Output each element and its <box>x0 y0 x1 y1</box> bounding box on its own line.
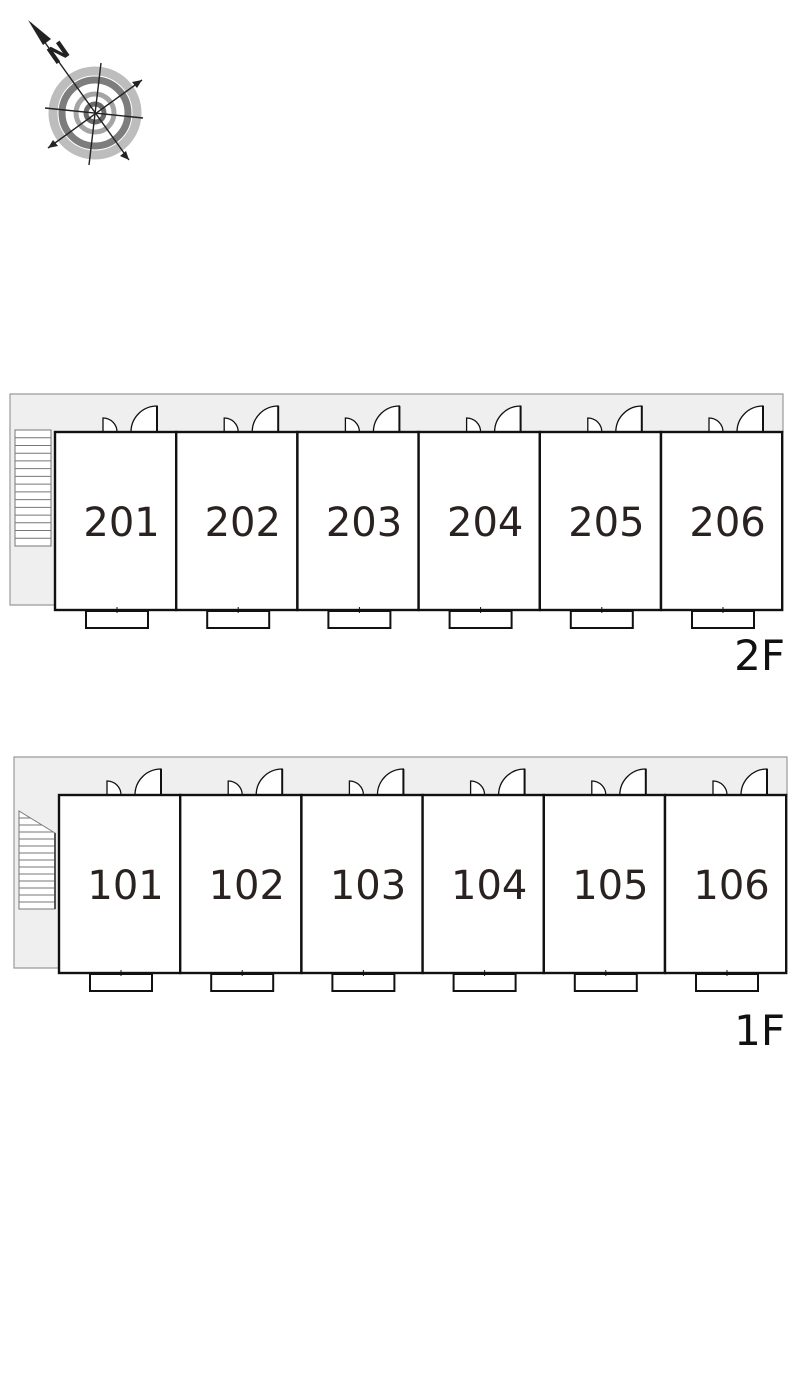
window-box <box>210 973 275 992</box>
unit-202: 202 <box>174 405 299 629</box>
window-box <box>85 610 149 629</box>
window-box <box>452 973 517 992</box>
floor-label: 2F <box>734 631 785 680</box>
window-box <box>327 610 392 629</box>
window-box <box>691 610 755 629</box>
room-number-label: 203 <box>326 500 402 546</box>
compass-rose-icon: N <box>28 20 144 166</box>
unit-101: 101 <box>57 768 182 992</box>
unit-201: 201 <box>53 405 178 629</box>
room-number-label: 106 <box>693 863 769 909</box>
room-number-label: 204 <box>447 500 523 546</box>
room-number-label: 202 <box>205 500 281 546</box>
window-box <box>573 973 638 992</box>
window-box <box>331 973 396 992</box>
unit-104: 104 <box>421 768 546 992</box>
room-number-label: 103 <box>330 863 406 909</box>
unit-outline <box>174 430 299 612</box>
unit-outline <box>296 430 420 612</box>
room-number-label: 105 <box>572 863 648 909</box>
window-box <box>206 610 271 629</box>
unit-102: 102 <box>178 768 303 992</box>
floor-1f: 101 102 103 104 105 106 1F <box>13 756 788 1055</box>
unit-outline <box>538 430 663 612</box>
unit-103: 103 <box>300 768 424 992</box>
unit-205: 205 <box>538 405 663 629</box>
unit-outline <box>663 793 788 975</box>
window-box <box>89 973 153 992</box>
window-box <box>695 973 759 992</box>
floor-label: 1F <box>734 1006 785 1055</box>
room-number-label: 201 <box>83 500 159 546</box>
unit-outline <box>178 793 303 975</box>
floor-2f: 201 202 203 204 205 206 2F <box>9 393 785 680</box>
unit-outline <box>53 430 178 612</box>
stair-icon <box>18 810 56 910</box>
stair-icon <box>14 429 52 547</box>
unit-206: 206 <box>659 405 784 629</box>
room-number-label: 101 <box>87 863 163 909</box>
room-number-label: 205 <box>568 500 644 546</box>
unit-203: 203 <box>296 405 420 629</box>
unit-105: 105 <box>542 768 667 992</box>
north-arrow-icon <box>28 20 51 45</box>
room-number-label: 104 <box>451 863 527 909</box>
unit-204: 204 <box>417 405 542 629</box>
room-number-label: 102 <box>209 863 285 909</box>
window-box <box>448 610 513 629</box>
window-box <box>569 610 634 629</box>
room-number-label: 206 <box>689 500 765 546</box>
unit-outline <box>417 430 542 612</box>
unit-106: 106 <box>663 768 788 992</box>
